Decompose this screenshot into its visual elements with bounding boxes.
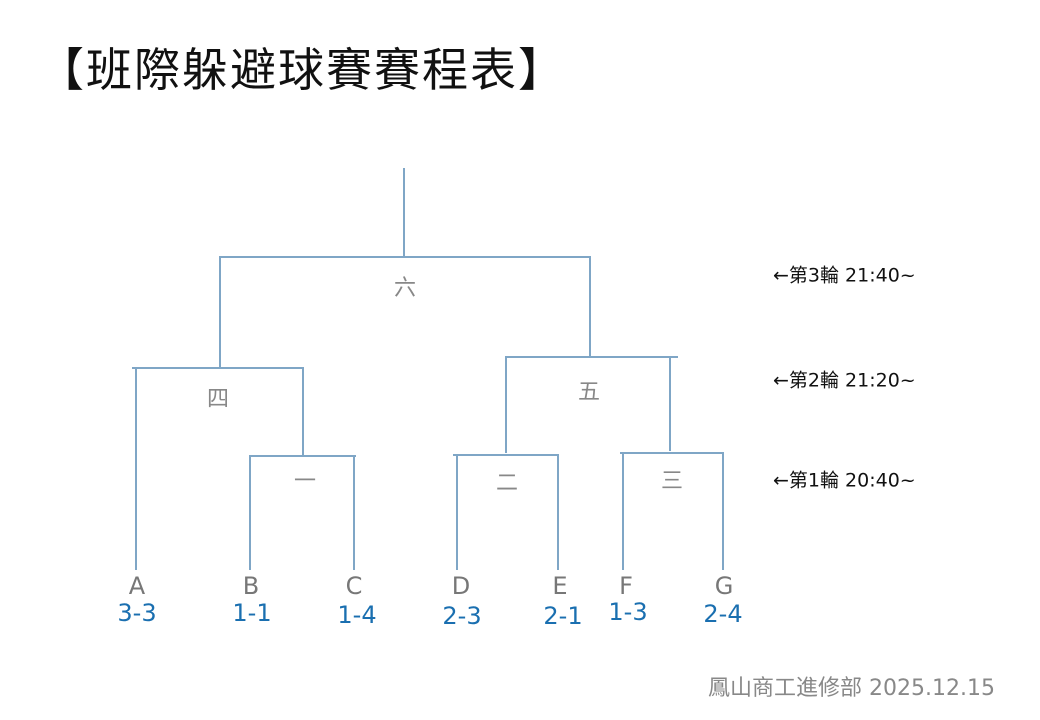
round-2-time: ←第2輪 21:20~ [773,369,916,392]
team-name: F [619,572,633,600]
bracket-line [669,356,671,451]
match-label-1: 一 [293,469,317,494]
team-score: 3-3 [117,599,157,627]
bracket-line [456,454,458,570]
bracket-line [302,367,304,456]
team-score: 2-4 [703,600,743,628]
bracket-line [403,168,405,258]
match-label-3: 三 [660,469,684,494]
bracket-line [620,452,723,454]
bracket-line [505,356,678,358]
bracket-line [132,367,304,369]
bracket-line [219,256,221,368]
bracket-line [505,356,507,453]
bracket-line [135,367,137,570]
bracket-line [249,455,356,457]
team-name: G [714,572,734,600]
page-title: 【班際躲避球賽賽程表】 [38,43,566,97]
bracket-line [353,455,355,570]
team-name: A [128,572,146,600]
footer-text: 鳳山商工進修部 2025.12.15 [708,676,995,701]
bracket-line [722,452,724,570]
match-label-5: 五 [577,380,601,405]
bracket-line [589,256,591,358]
bracket-line [220,256,591,258]
team-score: 2-3 [442,602,482,630]
team-score: 2-1 [543,602,583,630]
match-label-6: 六 [393,276,417,301]
bracket-line [557,454,559,570]
match-label-4: 四 [206,387,230,412]
team-name: D [451,572,471,600]
match-label-2: 二 [495,471,519,496]
team-name: B [242,572,260,600]
round-3-time: ←第3輪 21:40~ [773,264,916,287]
team-score: 1-3 [608,598,648,626]
team-name: C [345,572,363,600]
team-name: E [552,572,568,600]
bracket-line [622,452,624,570]
team-score: 1-4 [337,601,377,629]
bracket-line [453,454,559,456]
bracket-line [249,455,251,570]
team-score: 1-1 [232,599,272,627]
round-1-time: ←第1輪 20:40~ [773,469,916,492]
